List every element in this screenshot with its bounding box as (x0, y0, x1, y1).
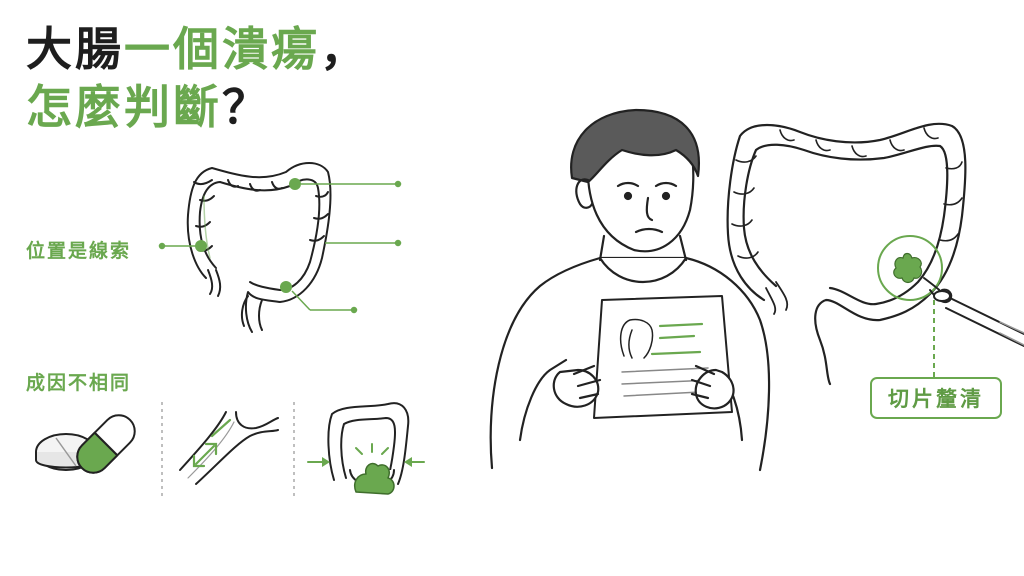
blood-vessel-icon (179, 411, 279, 485)
title-line1-dark: 大腸 (26, 22, 124, 76)
page-title: 大腸一個潰瘍， 怎麼判斷？ (26, 20, 369, 136)
biopsy-label: 切片釐清 (870, 377, 1002, 419)
title-line1-punct: ， (320, 22, 369, 76)
biopsy-forceps-icon (923, 277, 1024, 347)
colon-biopsy-icon (726, 122, 967, 386)
colon-location-markers (195, 178, 301, 293)
causes-label: 成因不相同 (26, 372, 132, 394)
colon-stool-icon (307, 402, 425, 495)
title-line1-green: 一個潰瘍 (124, 22, 320, 76)
location-label: 位置是線索 (26, 240, 132, 262)
title-line2-punct: ？ (222, 80, 271, 134)
callout-lines (158, 180, 402, 314)
person-reading-report-icon (489, 108, 771, 472)
colon-icon (186, 162, 332, 333)
pill-capsule-icon (35, 414, 136, 474)
title-line2-green: 怎麼判斷 (26, 80, 222, 134)
biopsy-magnifier (877, 235, 943, 377)
